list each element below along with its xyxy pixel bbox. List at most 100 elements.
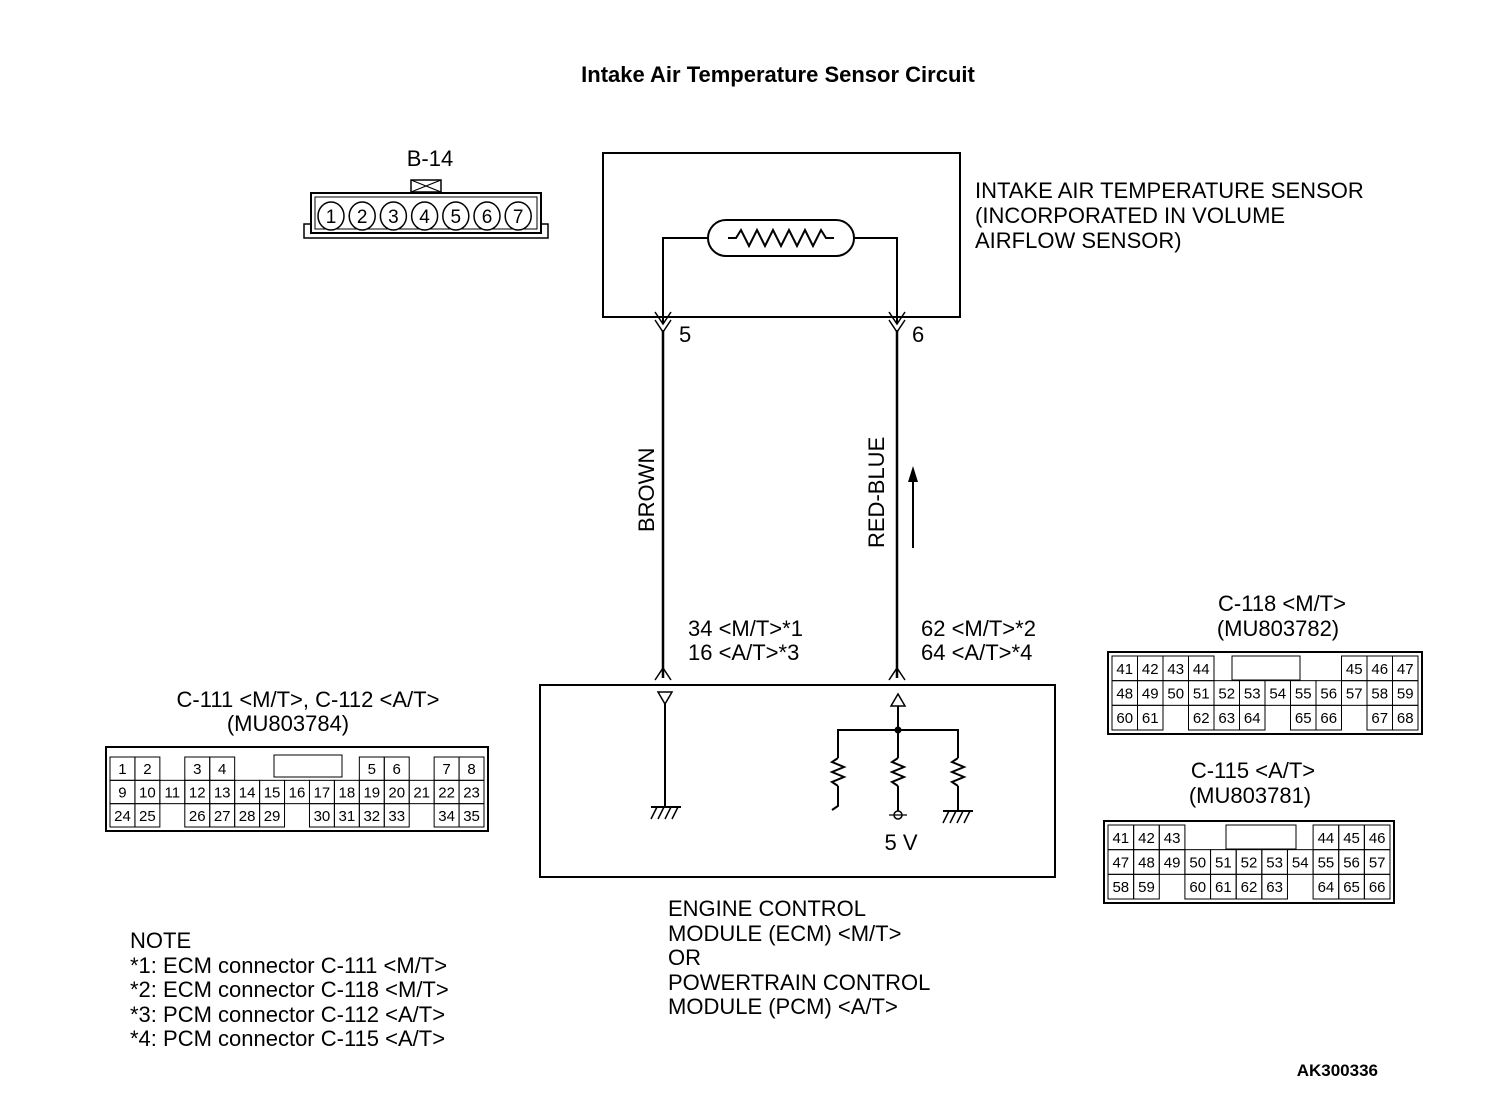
c115-pin-number: 57 xyxy=(1369,855,1386,872)
c115-pin-number: 62 xyxy=(1241,879,1258,896)
b14-pin-circle xyxy=(504,201,532,231)
figure-code: AK300336 xyxy=(1297,1061,1378,1080)
c118-pin-number: 45 xyxy=(1346,661,1363,678)
intake-air-temperature-sensor: 5 6 INTAKE AIR TEMPERATURE SENSOR (INCOR… xyxy=(602,152,1364,347)
c111-pin-number: 34 xyxy=(438,808,455,825)
note-item: *4: PCM connector C-115 <A/T> xyxy=(130,1026,445,1051)
c115-pin-number: 56 xyxy=(1343,855,1360,872)
c111-pin-number: 27 xyxy=(214,808,231,825)
c115-cell xyxy=(1363,873,1391,900)
connector-c111-label-1: C-111 <M/T>, C-112 <A/T> xyxy=(177,687,440,712)
c115-pin-number: 51 xyxy=(1215,855,1232,872)
ecm-name-line-4: POWERTRAIN CONTROL xyxy=(668,970,930,995)
c118-pin-number: 57 xyxy=(1346,686,1363,703)
thermistor-symbol xyxy=(728,227,834,249)
c111-pin-number: 23 xyxy=(463,785,480,802)
c115-pin-number: 65 xyxy=(1343,879,1360,896)
c118-pin-number: 56 xyxy=(1320,686,1337,703)
c118-pin-number: 44 xyxy=(1193,661,1210,678)
c111-pin-number: 8 xyxy=(467,761,475,778)
c111-pin-number: 6 xyxy=(393,761,401,778)
c111-pin-number: 31 xyxy=(339,808,356,825)
c118-pin-number: 49 xyxy=(1142,686,1159,703)
ecm-voltage-label: 5 V xyxy=(884,830,917,855)
c115-pin-number: 59 xyxy=(1138,879,1155,896)
wire-red-blue-label: RED-BLUE xyxy=(864,437,889,548)
c115-pin-number: 64 xyxy=(1318,879,1335,896)
ecm-name-line-2: MODULE (ECM) <M/T> xyxy=(668,921,901,946)
c111-pin-number: 14 xyxy=(239,785,256,802)
c115-pin-number: 61 xyxy=(1215,879,1232,896)
c111-pin-number: 3 xyxy=(193,761,201,778)
note-item: *2: ECM connector C-118 <M/T> xyxy=(130,977,449,1002)
c111-pin-number: 26 xyxy=(189,808,206,825)
resistor-symbol xyxy=(829,757,847,787)
c111-pin-number: 16 xyxy=(289,785,306,802)
c111-pin-number: 12 xyxy=(189,785,206,802)
c115-pin-number: 50 xyxy=(1189,855,1206,872)
c118-pin-number: 43 xyxy=(1167,661,1184,678)
c111-pin-number: 24 xyxy=(114,808,131,825)
connector-key xyxy=(273,754,343,778)
c118-pin-number: 63 xyxy=(1218,710,1235,727)
c115-pin-number: 43 xyxy=(1164,830,1181,847)
c115-pin-number: 41 xyxy=(1112,830,1129,847)
c111-pin-number: 18 xyxy=(339,785,356,802)
sensor-name-line-3: AIRFLOW SENSOR) xyxy=(975,228,1182,253)
c111-pin-number: 28 xyxy=(239,808,256,825)
c111-cell xyxy=(458,803,485,828)
b14-pin-circle xyxy=(442,201,470,231)
c115-cell xyxy=(1261,873,1288,900)
wire-brown: BROWN xyxy=(634,330,672,681)
c111-pin-number: 9 xyxy=(118,785,126,802)
c111-pin-number: 33 xyxy=(388,808,405,825)
b14-pin-number: 2 xyxy=(357,207,368,228)
b14-pin-number: 6 xyxy=(482,207,493,228)
b14-pin-number: 4 xyxy=(419,207,430,228)
c118-pin-number: 51 xyxy=(1193,686,1210,703)
c118-pin-number: 46 xyxy=(1371,661,1388,678)
c115-pin-number: 47 xyxy=(1112,855,1129,872)
ecm-right-pin-line-1: 62 <M/T>*2 xyxy=(921,616,1036,641)
note-item: *1: ECM connector C-111 <M/T> xyxy=(130,953,447,978)
c115-pin-number: 53 xyxy=(1266,855,1283,872)
b14-pin-number: 7 xyxy=(513,207,524,228)
b14-pin-circle xyxy=(348,201,376,231)
c118-pin-number: 50 xyxy=(1167,686,1184,703)
c115-pin-number: 42 xyxy=(1138,830,1155,847)
b14-pin-number: 3 xyxy=(388,207,399,228)
c118-pin-number: 66 xyxy=(1320,710,1337,727)
c115-pin-number: 58 xyxy=(1112,879,1129,896)
c111-pin-number: 17 xyxy=(314,785,331,802)
b14-pin-circle xyxy=(317,201,345,231)
c118-pin-number: 47 xyxy=(1397,661,1414,678)
c111-pin-number: 25 xyxy=(139,808,156,825)
c115-pin-number: 45 xyxy=(1343,830,1360,847)
note-item: *3: PCM connector C-112 <A/T> xyxy=(130,1002,445,1027)
ecm-name-line-1: ENGINE CONTROL xyxy=(668,896,866,921)
c111-pin-number: 22 xyxy=(438,785,455,802)
b14-pin-number: 5 xyxy=(451,207,462,228)
c111-pin-number: 5 xyxy=(368,761,376,778)
connector-c111-label-2: (MU803784) xyxy=(227,711,349,736)
ecm-left-pin-line-1: 34 <M/T>*1 xyxy=(688,616,803,641)
c118-pin-number: 55 xyxy=(1295,686,1312,703)
c118-cell xyxy=(1137,704,1164,731)
c111-pin-number: 1 xyxy=(118,761,126,778)
ecm-left-pin-line-2: 16 <A/T>*3 xyxy=(688,640,799,665)
sensor-pin-5: 5 xyxy=(679,322,691,347)
connector-c115-label-1: C-115 <A/T> xyxy=(1191,758,1315,783)
c111-pin-number: 15 xyxy=(264,785,281,802)
c115-pin-number: 49 xyxy=(1164,855,1181,872)
c111-pin-number: 13 xyxy=(214,785,231,802)
connector-b14-label: B-14 xyxy=(407,146,453,171)
c115-cell xyxy=(1133,873,1160,900)
c111-pin-number: 32 xyxy=(363,808,380,825)
c115-pin-number: 48 xyxy=(1138,855,1155,872)
c111-pin-number: 10 xyxy=(139,785,156,802)
sensor-pin-6: 6 xyxy=(912,322,924,347)
